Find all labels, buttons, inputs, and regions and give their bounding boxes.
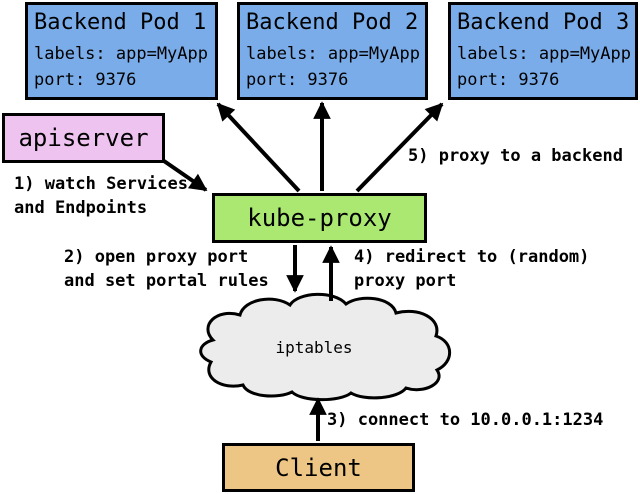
annotation-step5: 5) proxy to a backend [408, 144, 623, 168]
annotation-step4: 4) redirect to (random) proxy port [354, 245, 589, 293]
annotation-step4-line2: proxy port [354, 271, 457, 291]
annotation-step1-line2: and Endpoints [14, 198, 148, 218]
pod-port-line: port: 9376 [457, 70, 560, 90]
client-node: Client [222, 443, 415, 492]
pod-labels-line: labels: app=MyApp [34, 44, 208, 64]
pod-port-line: port: 9376 [246, 70, 349, 90]
backend-pod-1-node: Backend Pod 1 labels: app=MyApp port: 93… [25, 2, 218, 100]
kube-proxy-node: kube-proxy [212, 193, 427, 243]
client-label: Client [275, 453, 362, 482]
arrow-kube-proxy-to-pod1 [216, 102, 301, 193]
pod-title: Backend Pod 1 [34, 10, 207, 35]
annotation-step5-line1: 5) proxy to a backend [408, 146, 623, 166]
annotation-step1: 1) watch Services and Endpoints [14, 172, 188, 220]
apiserver-label: apiserver [18, 124, 149, 152]
pod-labels-line: labels: app=MyApp [246, 44, 420, 64]
annotation-step2-line2: and set portal rules [64, 271, 269, 291]
apiserver-node: apiserver [2, 113, 165, 163]
backend-pod-3-node: Backend Pod 3 labels: app=MyApp port: 93… [448, 2, 638, 100]
annotation-step1-line1: 1) watch Services [14, 174, 188, 194]
annotation-step2: 2) open proxy port and set portal rules [64, 245, 269, 293]
pod-labels-line: labels: app=MyApp [457, 44, 631, 64]
kube-proxy-label: kube-proxy [247, 204, 392, 232]
pod-title: Backend Pod 2 [246, 10, 419, 35]
annotation-step3-line1: 3) connect to 10.0.0.1:1234 [327, 410, 604, 430]
annotation-step2-line1: 2) open proxy port [64, 247, 249, 267]
pod-title: Backend Pod 3 [457, 10, 630, 35]
annotation-step4-line1: 4) redirect to (random) [354, 247, 590, 267]
pod-port-line: port: 9376 [34, 70, 137, 90]
annotation-step3: 3) connect to 10.0.0.1:1234 [327, 408, 603, 432]
backend-pod-2-node: Backend Pod 2 labels: app=MyApp port: 93… [237, 2, 428, 100]
iptables-label: iptables [275, 338, 353, 357]
